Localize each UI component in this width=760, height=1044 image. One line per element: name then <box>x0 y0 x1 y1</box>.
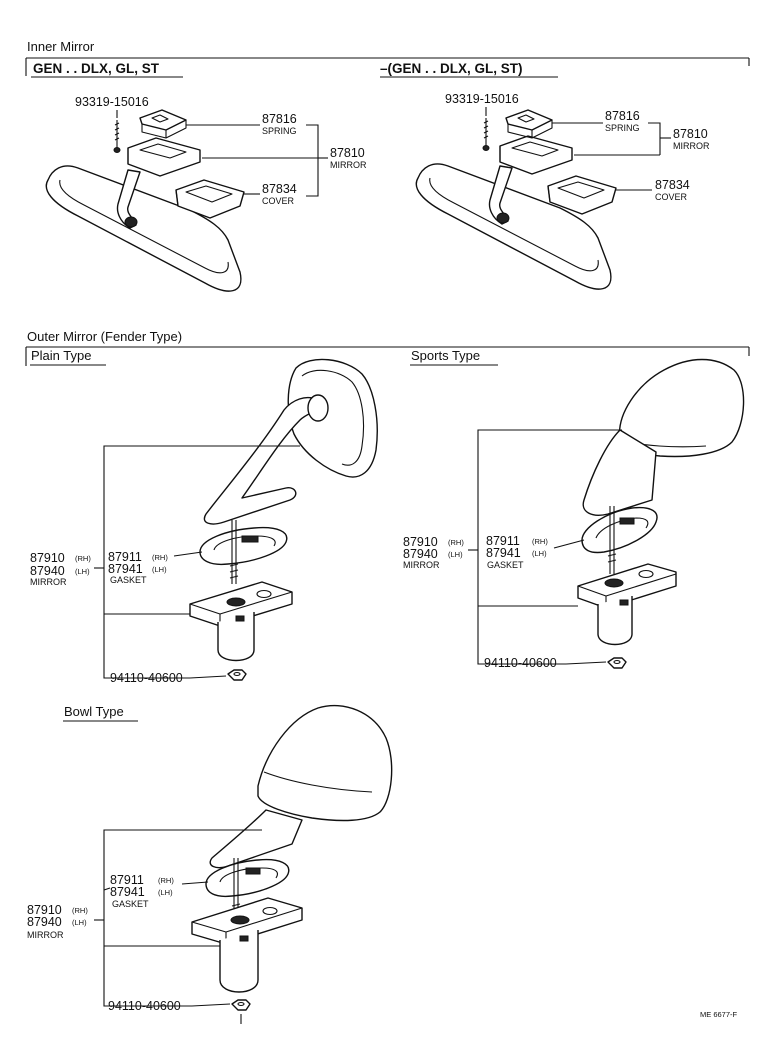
bowl-type-title: Bowl Type <box>64 704 124 719</box>
right-cover-part-number: 87834 <box>655 178 690 192</box>
left-screw-part-number: 93319-15016 <box>75 95 149 109</box>
left-spring-label: SPRING <box>262 126 297 136</box>
left-cover-part-number: 87834 <box>262 182 297 196</box>
plain-mirror-lh-tag: (LH) <box>75 567 90 576</box>
plain-nut-part-number: 94110-40600 <box>110 671 183 685</box>
plain-mirror-lh-part-number: 87940 <box>30 564 65 578</box>
sports-gasket-rh-part-number: 87911 <box>486 534 520 548</box>
right-spring-label: SPRING <box>605 123 640 133</box>
sports-gasket <box>581 506 658 554</box>
sports-type-title: Sports Type <box>411 348 480 363</box>
plain-type-assembly <box>189 358 378 681</box>
bowl-mirror-arm <box>209 809 303 869</box>
bowl-mirror-head <box>257 704 393 822</box>
inner-mirror-right-spring <box>505 109 553 131</box>
variant-left-label: GEN . . DLX, GL, ST <box>33 61 160 76</box>
sports-base-plate <box>577 563 677 609</box>
left-cover-label: COVER <box>262 196 295 206</box>
plain-mirror-label: MIRROR <box>30 577 67 587</box>
sports-mirror-arm <box>582 429 657 516</box>
right-screw-part-number: 93319-15016 <box>445 92 519 106</box>
sports-mirror-lh-tag: (LH) <box>448 550 463 559</box>
right-mirror-label: MIRROR <box>673 141 710 151</box>
variant-right-label: –(GEN . . DLX, GL, ST) <box>380 61 523 76</box>
bowl-nut-part-number: 94110-40600 <box>108 999 181 1013</box>
left-mirror-label: MIRROR <box>330 160 367 170</box>
bowl-gasket-label: GASKET <box>112 899 149 909</box>
plain-gasket-label: GASKET <box>110 575 147 585</box>
bowl-gasket-lh-tag: (LH) <box>158 888 173 897</box>
plain-mirror-rh-part-number: 87910 <box>30 551 65 565</box>
sports-nut-part-number: 94110-40600 <box>484 656 557 670</box>
bowl-mirror-rh-part-number: 87910 <box>27 903 62 917</box>
sports-mirror-head <box>618 358 745 458</box>
sports-gasket-lh-part-number: 87941 <box>486 546 521 560</box>
sports-mirror-rh-part-number: 87910 <box>403 535 438 549</box>
sports-base-cylinder <box>597 596 633 646</box>
plain-base-cylinder <box>217 612 255 662</box>
sports-mirror-rh-tag: (RH) <box>448 538 464 547</box>
plain-gasket-rh-tag: (RH) <box>152 553 168 562</box>
plain-gasket-lh-part-number: 87941 <box>108 562 143 576</box>
inner-mirror-left-assembly <box>45 109 245 292</box>
bowl-mirror-lh-part-number: 87940 <box>27 915 62 929</box>
bowl-mirror-rh-tag: (RH) <box>72 906 88 915</box>
bowl-gasket-rh-part-number: 87911 <box>110 873 144 887</box>
right-mirror-part-number: 87810 <box>673 127 708 141</box>
plain-gasket-lh-tag: (LH) <box>152 565 167 574</box>
left-spring-part-number: 87816 <box>262 112 297 126</box>
sports-gasket-rh-tag: (RH) <box>532 537 548 546</box>
bowl-gasket-lh-part-number: 87941 <box>110 885 145 899</box>
sports-gasket-label: GASKET <box>487 560 524 570</box>
bowl-gasket-rh-tag: (RH) <box>158 876 174 885</box>
bowl-base-cylinder <box>219 930 259 993</box>
plain-type-title: Plain Type <box>31 348 91 363</box>
diagram-code: ME 6677-F <box>700 1010 738 1019</box>
inner-mirror-left-spring <box>139 109 187 131</box>
plain-gasket-rh-part-number: 87911 <box>108 550 142 564</box>
outer-mirror-title: Outer Mirror (Fender Type) <box>27 329 182 344</box>
sports-mirror-lh-part-number: 87940 <box>403 547 438 561</box>
plain-gasket <box>199 526 288 566</box>
inner-mirror-left-mount <box>127 137 201 177</box>
sports-gasket-lh-tag: (LH) <box>532 549 547 558</box>
bowl-mirror-label: MIRROR <box>27 930 64 940</box>
plain-mirror-arm <box>203 396 321 525</box>
bowl-type-assembly <box>191 704 393 1024</box>
left-mirror-part-number: 87810 <box>330 146 365 160</box>
bowl-mirror-lh-tag: (LH) <box>72 918 87 927</box>
plain-mirror-rh-tag: (RH) <box>75 554 91 563</box>
right-spring-part-number: 87816 <box>605 109 640 123</box>
inner-mirror-title: Inner Mirror <box>27 39 95 54</box>
right-cover-label: COVER <box>655 192 688 202</box>
inner-mirror-right-assembly <box>415 109 617 290</box>
inner-mirror-left-glass <box>45 165 242 292</box>
inner-mirror-right-glass <box>415 163 612 290</box>
sports-type-assembly <box>577 358 745 669</box>
sports-mirror-label: MIRROR <box>403 560 440 570</box>
